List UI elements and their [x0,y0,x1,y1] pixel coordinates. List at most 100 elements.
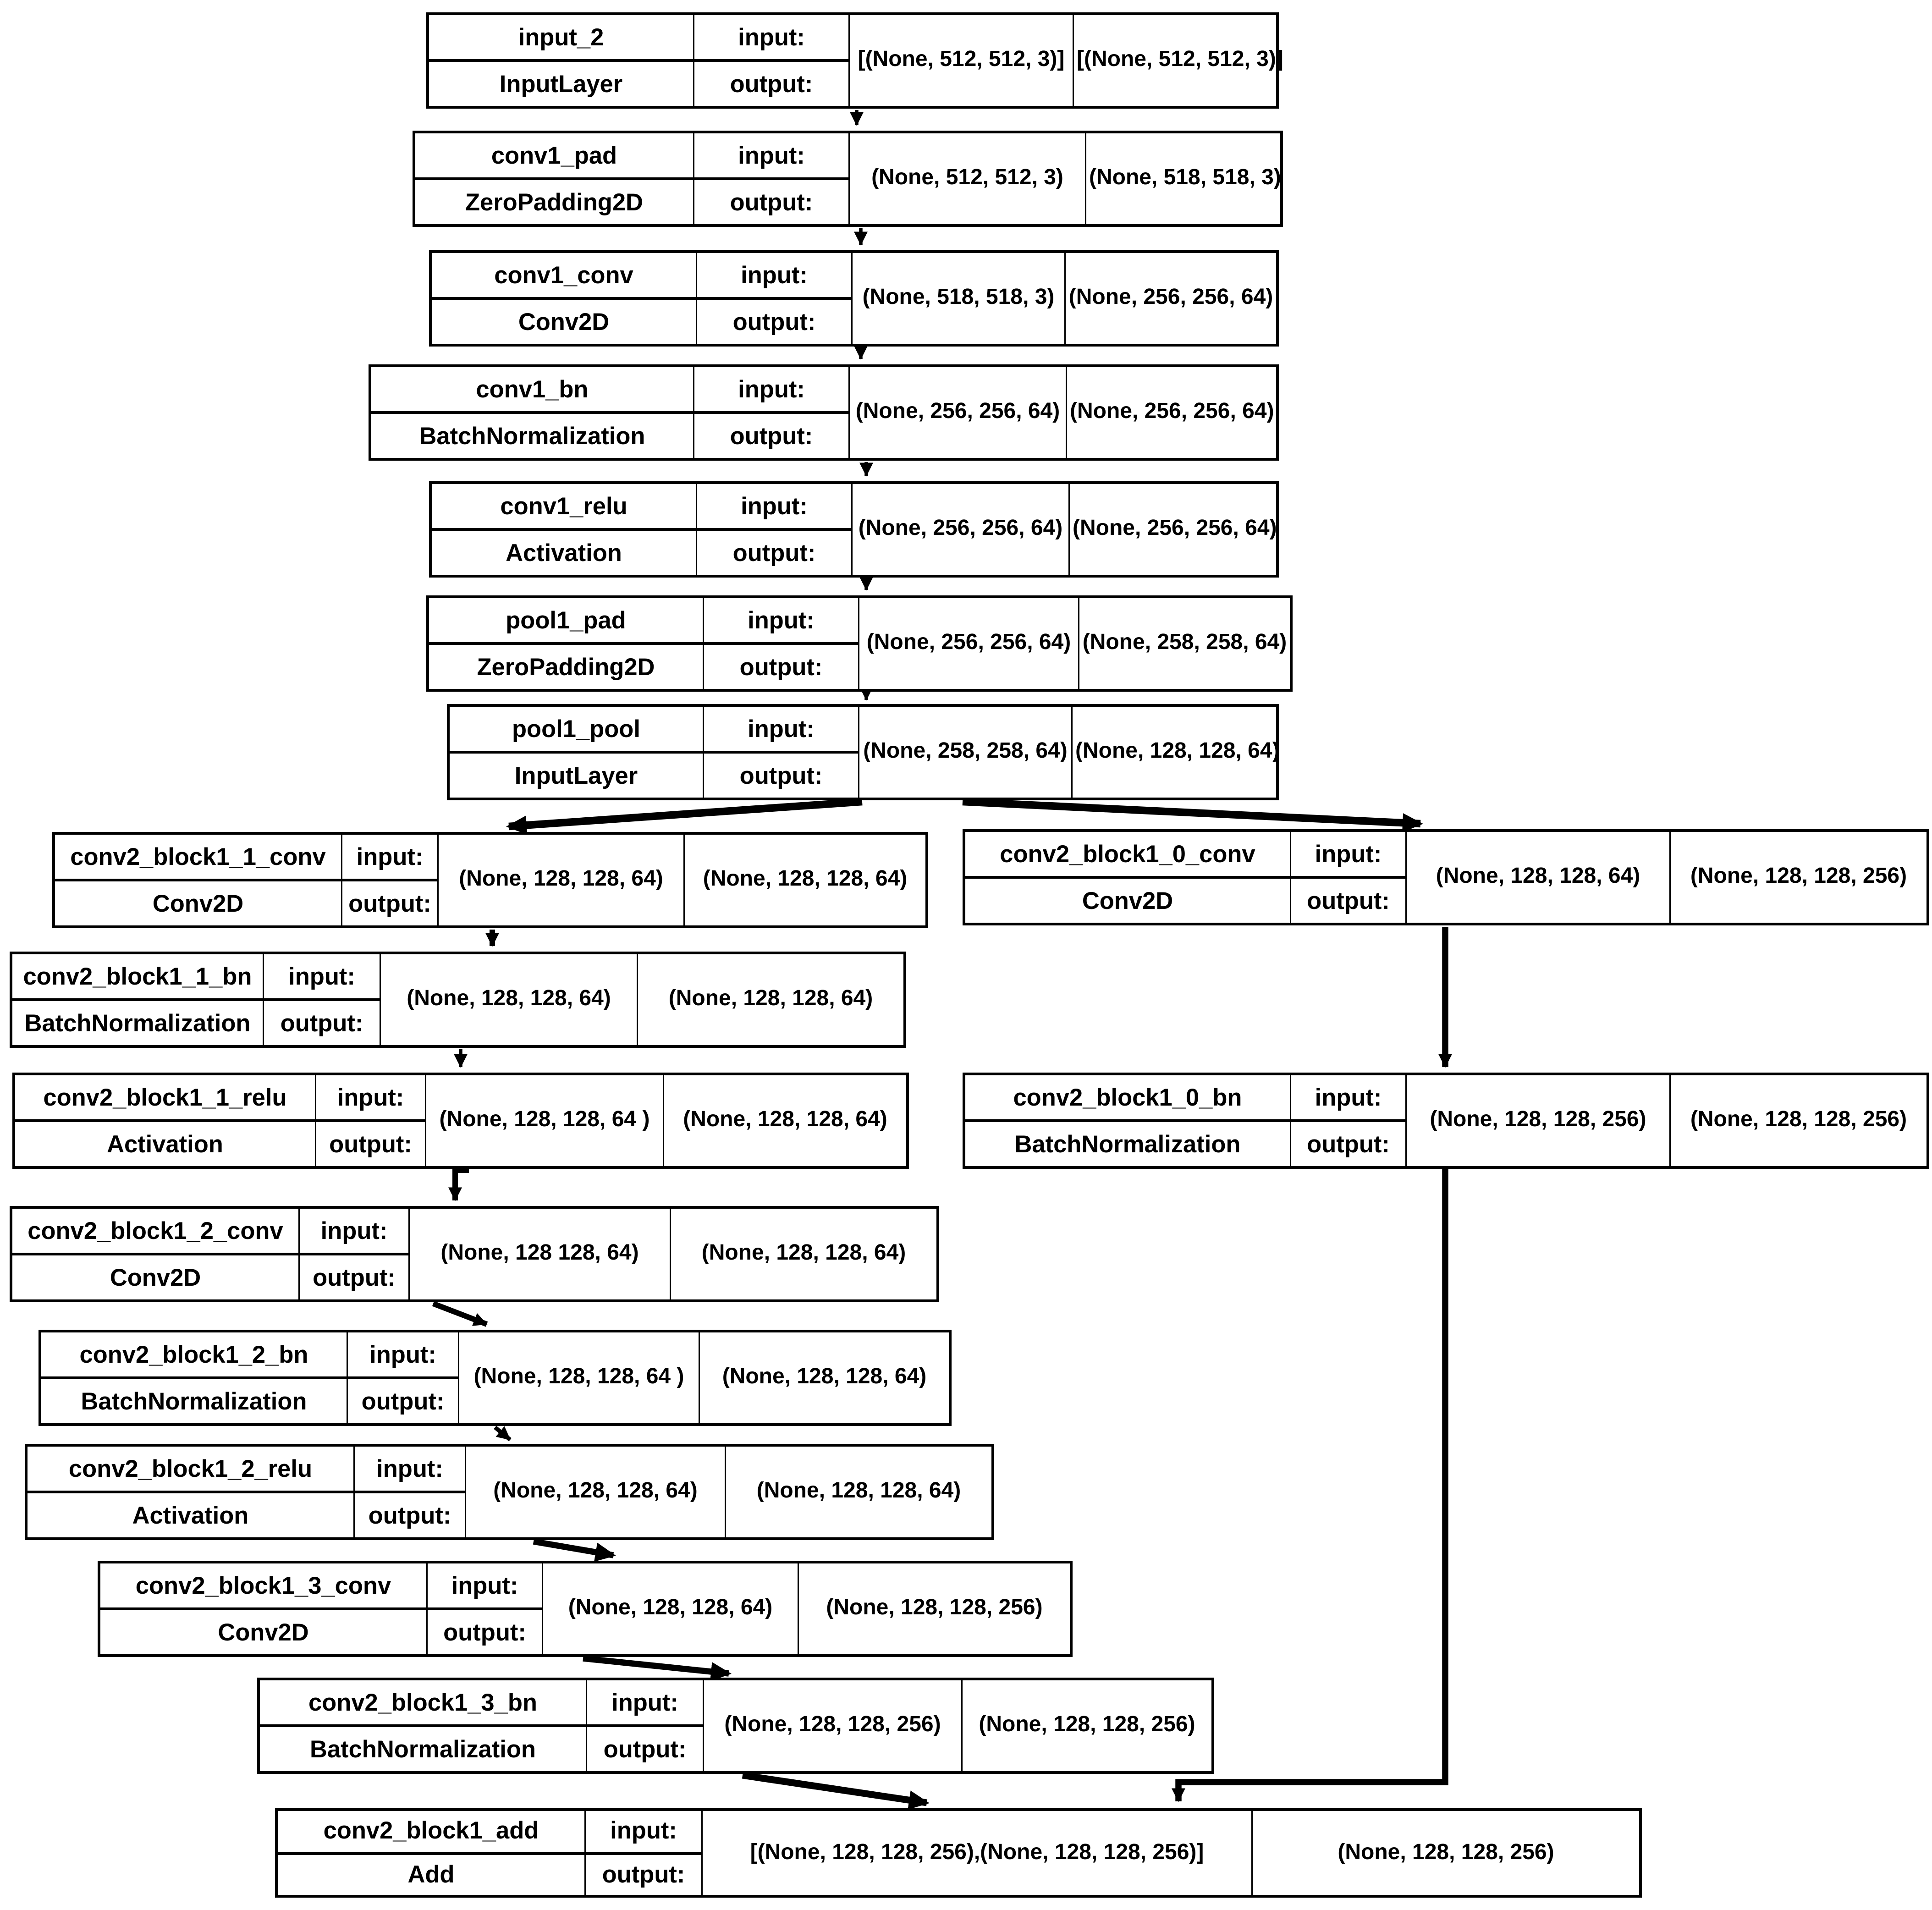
edge-arrow-conv2_block1_0_bn-to-conv2_block1_add [1172,1169,1448,1802]
layer-type: Activation [132,1501,249,1529]
input-shape-column-conv2_block1_add: [(None, 128, 128, 256),(None, 128, 128, … [703,1811,1253,1895]
output-shape-column-conv2_block1_1_conv: (None, 128, 128, 64) [685,835,925,925]
output-shape-column-conv2_block1_1_relu: (None, 128, 128, 64) [664,1075,906,1166]
input-shape: (None, 128, 128, 256) [1430,1108,1646,1132]
input-shape-column-conv2_block1_0_conv: (None, 128, 128, 64) [1407,832,1671,923]
io-label-column-conv2_block1_1_relu: input:output: [316,1075,426,1166]
input-shape: [(None, 128, 128, 256),(None, 128, 128, … [750,1840,1204,1864]
output-shape-column-conv1_bn: (None, 256, 256, 64) [1067,367,1277,458]
output-shape-column-conv2_block1_add: (None, 128, 128, 256) [1253,1811,1639,1895]
input-label: input: [355,1447,465,1493]
layer-name: conv2_block1_3_bn [260,1680,586,1727]
output-shape: (None, 256, 256, 64) [1070,400,1274,424]
edge-arrow-pool1_pool-to-conv2_block1_0_conv [962,798,1423,833]
input-label: input: [316,1075,425,1122]
input-shape: (None, 128, 128, 256) [724,1713,941,1737]
layer-type: ZeroPadding2D [465,187,643,215]
input-label: input: [694,367,848,414]
layer-type: BatchNormalization [419,421,645,449]
input-shape: (None, 518, 518, 3) [862,286,1055,309]
output-label: output: [732,307,816,335]
layer-name: conv2_block1_3_conv [100,1563,426,1610]
output-label: output: [348,889,431,917]
input-shape-column-conv2_block1_2_conv: (None, 128 128, 64) [410,1209,671,1299]
output-shape: [(None, 512, 512, 3)] [1077,48,1283,72]
input-shape: (None, 128, 128, 64) [407,987,611,1011]
layer-type: BatchNormalization [24,1008,251,1036]
output-label: output: [361,1387,445,1415]
io-label-column-conv1_bn: input: output: [694,367,850,458]
layer-name: pool1_pool [450,707,703,754]
output-shape: (None, 256, 256, 64) [1068,286,1273,309]
layer-type: InputLayer [514,761,638,789]
input-shape: (None, 256, 256, 64) [866,631,1071,655]
output-shape-column-input_2: [(None, 512, 512, 3)] [1074,15,1286,106]
io-label-column-conv2_block1_0_bn: input: output: [1291,1075,1407,1166]
io-label-column-conv1_pad: input:output: [694,133,850,224]
input-shape-column-conv2_block1_2_relu: (None, 128, 128, 64) [466,1447,726,1537]
edge-arrow-conv2_block1_3_conv-to-conv2_block1_3_bn [583,1655,732,1681]
layer-name: conv1_pad [415,133,693,180]
input-label: input: [1291,1075,1405,1122]
output-shape: (None, 128, 128, 64) [701,1242,906,1265]
input-shape: (None, 256, 256, 64) [855,400,1060,424]
output-shape: (None, 128, 128, 64) [703,868,908,891]
layer-name: conv2_block1_1_bn [12,954,263,1001]
io-label-column-conv2_block1_2_conv: input:output: [300,1209,410,1299]
layer-type: Activation [107,1129,223,1157]
input-shape: (None, 512, 512, 3) [871,166,1063,190]
layer-name: conv2_block1_1_relu [15,1075,315,1122]
input-label: input: [348,1332,458,1379]
output-label: output: [1307,886,1390,914]
io-label-column-conv2_block1_add: input:output: [586,1811,703,1895]
input-shape-column-conv1_conv: (None, 518, 518, 3) [853,253,1066,344]
output-shape-column-conv2_block1_0_bn: (None, 128, 128, 256) [1671,1075,1926,1166]
layer-name: conv2_block1_0_bn [965,1075,1290,1122]
output-shape-column-conv2_block1_3_conv: (None, 128, 128, 256) [799,1563,1070,1654]
input-label: input: [697,484,851,531]
input-shape: (None, 128, 128, 64 ) [473,1365,684,1389]
input-label: input: [697,253,851,300]
output-shape: (None, 128, 128, 256) [1690,1108,1907,1132]
layer-type: BatchNormalization [81,1387,307,1415]
output-shape-column-conv2_block1_3_bn: (None, 128, 128, 256) [963,1680,1211,1771]
input-shape-column-conv2_block1_0_bn: (None, 128, 128, 256) [1407,1075,1671,1166]
layer-name: conv1_bn [371,367,693,414]
output-label: output: [732,538,816,566]
input-label: input: [300,1209,408,1255]
output-label: output: [602,1860,685,1888]
output-shape: (None, 128, 128, 64) [668,987,873,1011]
output-shape: (None, 128, 128, 64) [722,1365,927,1389]
layer-type: BatchNormalization [309,1734,536,1762]
output-label: output: [1307,1129,1390,1157]
output-shape: (None, 128, 128, 64) [683,1108,887,1132]
edge-arrow-conv2_block1_2_bn-to-conv2_block1_2_relu [494,1426,512,1442]
output-label: output: [730,187,813,215]
output-shape: (None, 128, 128, 256) [1690,865,1907,888]
output-shape: (None, 128, 128, 64) [1075,740,1280,763]
output-label: output: [739,761,823,789]
output-label: output: [368,1501,451,1529]
output-label: output: [730,421,813,449]
input-shape: [(None, 512, 512, 3)] [858,48,1065,72]
